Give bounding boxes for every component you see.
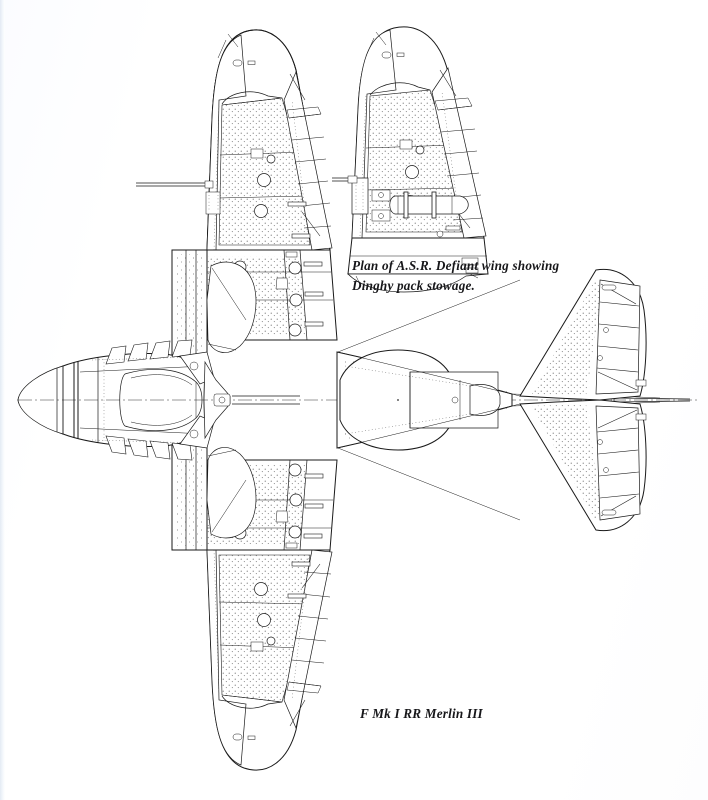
- main-plan-group: [17, 29, 700, 771]
- flap-hinges: [287, 201, 324, 327]
- scan-edge-shadow: [0, 0, 5, 800]
- aileron-ribs: [286, 73, 332, 237]
- inset-wing-group: [332, 26, 489, 293]
- flap-hinges-lower: [287, 473, 324, 599]
- dinghy-pack: [371, 189, 469, 222]
- pitot-tube: [136, 180, 214, 189]
- rear-fuselage: [336, 349, 691, 451]
- main-caption: F Mk I RR Merlin III: [360, 706, 483, 721]
- exhaust-stacks: [105, 339, 193, 461]
- inset-caption: Plan of A.S.R. Defiant wing showing Ding…: [352, 258, 560, 293]
- aileron-ribs-lower: [286, 563, 332, 727]
- tailplane: [337, 268, 647, 532]
- fuselage: [17, 339, 700, 461]
- inset-pitot-tube: [332, 175, 358, 184]
- thrust-line: [213, 393, 300, 407]
